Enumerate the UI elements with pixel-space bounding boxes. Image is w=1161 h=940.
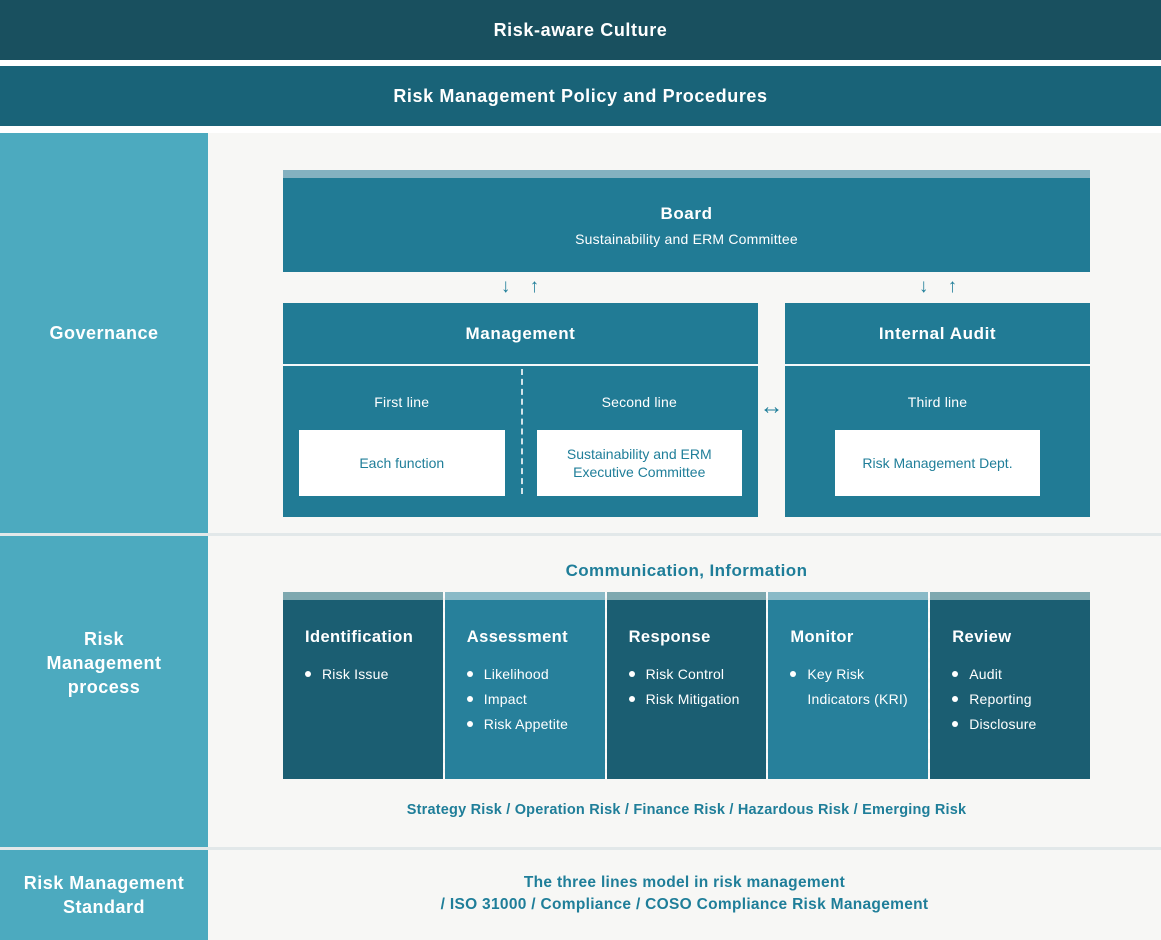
arrow-up-icon: ↑ <box>947 276 958 297</box>
board-audit-arrows: ↓ ↑ <box>888 276 988 298</box>
standard-description: The three lines model in risk management… <box>208 872 1161 916</box>
sidebar-governance: Governance <box>0 133 208 533</box>
column-review: Review Audit Reporting Disclosure <box>928 592 1090 779</box>
arrow-up-icon: ↑ <box>529 276 540 297</box>
banner-risk-policy-label: Risk Management Policy and Procedures <box>393 85 768 106</box>
management-box: Management First line Each function Seco… <box>283 303 758 517</box>
column-top-strip <box>768 592 929 600</box>
list-item: Likelihood <box>466 662 595 687</box>
second-line-label: Second line <box>601 394 677 410</box>
risk-types-label: Strategy Risk / Operation Risk / Finance… <box>406 802 967 818</box>
sidebar-process-label: Risk Management process <box>46 628 162 697</box>
board-title: Board <box>660 203 713 223</box>
sidebar-process: Risk Management process <box>0 536 208 847</box>
column-assessment: Assessment Likelihood Impact Risk Appeti… <box>442 592 605 779</box>
column-items: Key Risk Indicators (KRI) <box>768 662 928 712</box>
banner-risk-aware-culture-label: Risk-aware Culture <box>493 19 668 40</box>
standard-line-2: / ISO 31000 / Compliance / COSO Complian… <box>440 896 929 913</box>
third-line-section: Third line Risk Management Dept. <box>785 366 1090 515</box>
list-item: Impact <box>466 687 595 712</box>
column-title: Identification <box>305 628 414 646</box>
process-row: Risk Management process Communication, I… <box>0 536 1161 850</box>
communication-information-label: Communication, Information <box>565 561 808 580</box>
standard-row: Risk Management Standard The three lines… <box>0 850 1161 940</box>
banner-risk-policy: Risk Management Policy and Procedures <box>0 66 1161 126</box>
internal-audit-box: Internal Audit Third line Risk Managemen… <box>785 303 1090 517</box>
column-top-strip <box>930 592 1090 600</box>
column-items: Likelihood Impact Risk Appetite <box>445 662 605 737</box>
management-title: Management <box>283 303 758 366</box>
governance-main: Board Sustainability and ERM Committee ↓… <box>208 133 1161 533</box>
arrow-down-icon: ↓ <box>918 276 929 297</box>
risk-management-dept-box: Risk Management Dept. <box>835 430 1040 496</box>
process-columns: Identification Risk Issue Assessment Lik… <box>283 592 1090 779</box>
process-main: Communication, Information Identificatio… <box>208 536 1161 847</box>
column-title: Review <box>952 628 1012 646</box>
column-items: Risk Issue <box>283 662 443 687</box>
standard-line-1: The three lines model in risk management <box>523 874 846 891</box>
board-box: Board Sustainability and ERM Committee <box>283 170 1090 272</box>
column-top-strip <box>283 592 443 600</box>
erm-executive-committee-box: Sustainability and ERM Executive Committ… <box>536 430 742 496</box>
list-item: Risk Issue <box>305 662 433 687</box>
board-top-strip <box>283 170 1090 178</box>
column-top-strip <box>606 592 767 600</box>
column-title: Response <box>628 628 711 646</box>
first-line-section: First line Each function <box>283 366 521 515</box>
column-items: Risk Control Risk Mitigation <box>607 662 767 712</box>
list-item: Reporting <box>952 687 1080 712</box>
sidebar-governance-label: Governance <box>49 323 159 343</box>
column-items: Audit Reporting Disclosure <box>930 662 1090 737</box>
third-line-label: Third line <box>907 394 968 410</box>
list-item: Audit <box>952 662 1080 687</box>
list-item: Risk Mitigation <box>628 687 757 712</box>
second-line-section: Second line Sustainability and ERM Execu… <box>521 366 759 515</box>
internal-audit-title: Internal Audit <box>785 303 1090 366</box>
list-item: Disclosure <box>952 712 1080 737</box>
line-divider <box>520 369 523 494</box>
arrow-left-right-icon: ↔ <box>759 393 784 420</box>
column-title: Assessment <box>466 628 569 646</box>
banner-risk-aware-culture: Risk-aware Culture <box>0 0 1161 60</box>
board-management-arrows: ↓ ↑ <box>470 276 570 298</box>
sidebar-standard: Risk Management Standard <box>0 850 208 940</box>
column-monitor: Monitor Key Risk Indicators (KRI) <box>766 592 929 779</box>
column-identification: Identification Risk Issue <box>283 592 443 779</box>
arrow-down-icon: ↓ <box>500 276 511 297</box>
column-top-strip <box>444 592 605 600</box>
column-title: Monitor <box>790 628 854 646</box>
list-item: Risk Appetite <box>466 712 595 737</box>
sidebar-standard-label: Risk Management Standard <box>23 873 185 917</box>
standard-main: The three lines model in risk management… <box>208 850 1161 940</box>
first-line-label: First line <box>374 394 430 410</box>
list-item: Risk Control <box>628 662 757 687</box>
board-subtitle: Sustainability and ERM Committee <box>575 230 798 247</box>
governance-row: Governance Board Sustainability and ERM … <box>0 133 1161 536</box>
list-item: Key Risk Indicators (KRI) <box>790 662 918 712</box>
column-response: Response Risk Control Risk Mitigation <box>604 592 767 779</box>
each-function-box: Each function <box>299 430 505 496</box>
